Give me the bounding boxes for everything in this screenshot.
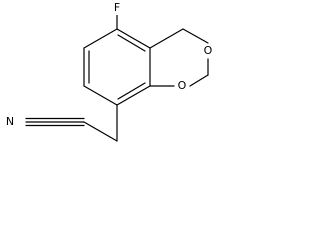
- oxygen-atom-label-lower: O: [178, 79, 187, 92]
- bond-ch2-o3: [182, 28, 209, 44]
- oxygen-atom-label-upper: O: [204, 44, 213, 57]
- fluorine-atom-label: F: [114, 1, 120, 14]
- nitrogen-atom-label: N: [6, 115, 14, 128]
- bond-c4-c5: [83, 85, 118, 106]
- bond-c2-ch2: [149, 28, 184, 49]
- bond-c1-c2: [116, 28, 151, 49]
- chemical-structure-diagram: F O O N: [4, 1, 215, 142]
- benzene-ring: [83, 28, 151, 106]
- double-bond-c1-c2: [117, 34, 146, 52]
- dioxane-ring: [149, 28, 209, 87]
- cyanomethyl-group: [25, 104, 118, 142]
- double-bond-c3-c4: [117, 82, 146, 100]
- bond-ch2-o1: [189, 74, 209, 87]
- bond-c6-c1: [83, 28, 118, 49]
- bond-c3-c4: [116, 85, 151, 106]
- bond-ch2-cn: [83, 121, 118, 142]
